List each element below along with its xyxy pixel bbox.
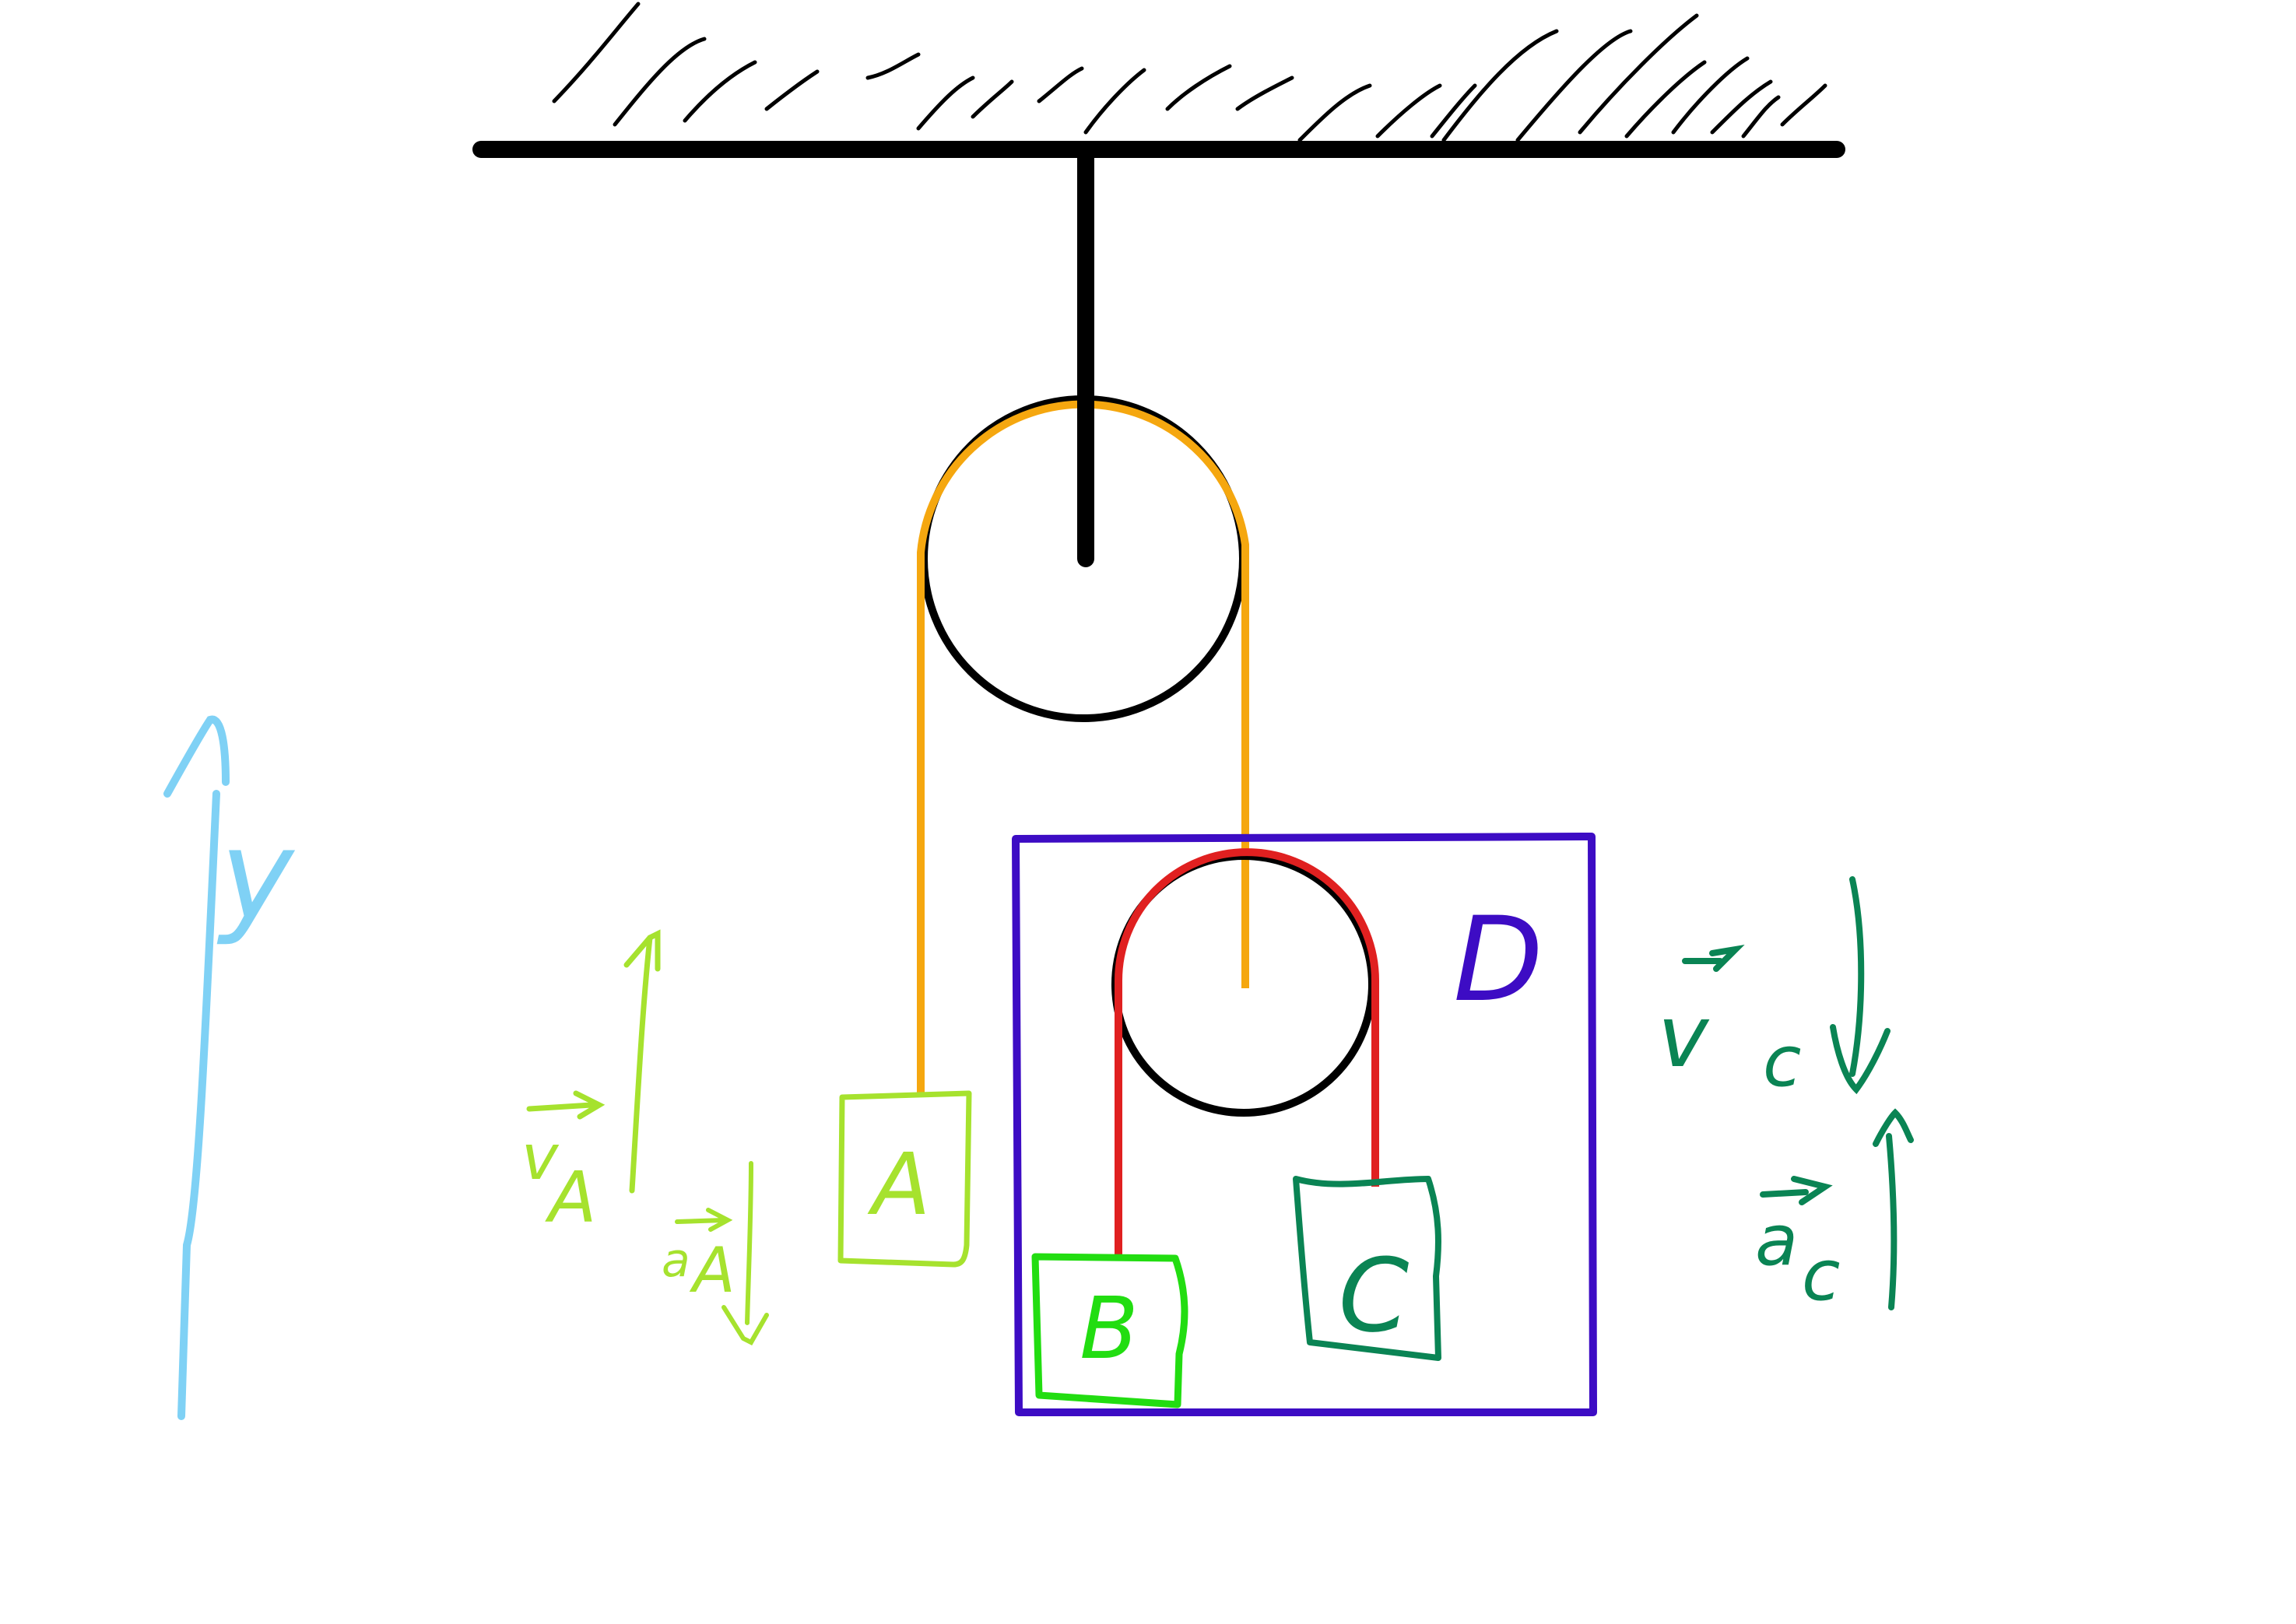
vector-arrow-icon: [675, 1208, 733, 1232]
a-a-subscript: A: [689, 1234, 735, 1307]
arrow-up-icon: [1873, 1108, 1914, 1147]
y-axis-label: y: [217, 802, 296, 948]
v-c-subscript: c: [1763, 1021, 1801, 1103]
a-c-subscript: c: [1802, 1235, 1840, 1317]
ceiling-hatching: [552, 2, 1827, 142]
a-a-vector: [675, 1161, 769, 1345]
a-c-symbol: a: [1755, 1200, 1798, 1282]
vector-arrow-icon: [1760, 1176, 1833, 1205]
arrow-down-icon: [1830, 1024, 1891, 1095]
block-b-label: B: [1080, 1279, 1138, 1378]
lower-rope: [1115, 848, 1379, 1261]
box-d: [1012, 833, 1597, 1416]
y-axis: [163, 715, 230, 1420]
block-b: [1031, 1253, 1188, 1408]
block-a-label: A: [867, 1135, 930, 1234]
box-d-label: D: [1453, 893, 1543, 1028]
arrow-up-icon: [163, 715, 230, 798]
block-c-label: C: [1339, 1236, 1410, 1355]
v-a-symbol: v: [521, 1121, 560, 1194]
block-c: [1293, 1176, 1441, 1361]
block-a: [837, 1090, 972, 1268]
vector-arrow-icon: [1682, 945, 1745, 972]
arrow-down-icon: [721, 1305, 769, 1345]
v-a-vector: [526, 929, 661, 1194]
v-a-subscript: A: [545, 1157, 597, 1239]
a-c-vector: [1760, 1108, 1914, 1310]
v-c-vector: [1682, 876, 1891, 1095]
arrow-up-icon: [623, 929, 661, 972]
a-a-symbol: a: [662, 1233, 690, 1288]
vector-arrow-icon: [526, 1090, 606, 1120]
v-c-symbol: v: [1658, 987, 1710, 1086]
